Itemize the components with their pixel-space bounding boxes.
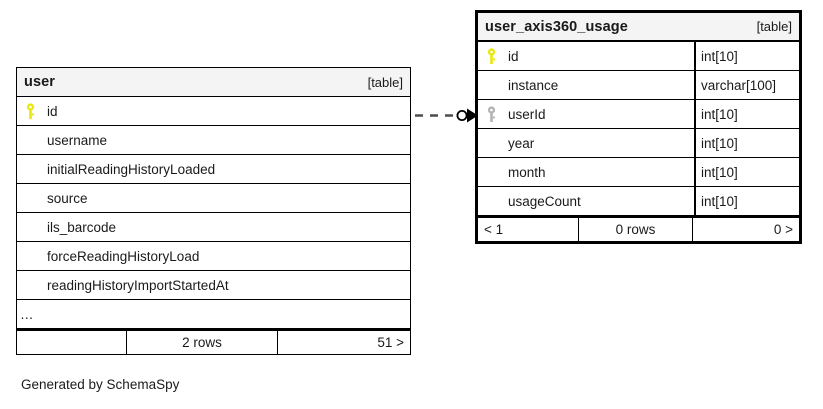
column-label: ils_barcode (47, 219, 117, 235)
column-label: month (508, 164, 546, 180)
no-key-icon (23, 247, 45, 265)
column-name-cell: year (478, 129, 694, 157)
table-kind-label: [table] (756, 19, 792, 34)
column-name-cell: id (478, 42, 694, 70)
next-page-button[interactable]: 0 > (773, 222, 793, 237)
column-label: username (47, 132, 108, 148)
column-name-cell: id (17, 97, 410, 125)
relationship-connector-user-to-user-axis360-usage (415, 108, 478, 123)
no-key-icon (23, 189, 45, 207)
no-key-icon (23, 131, 45, 149)
table-row[interactable]: id int[10] (478, 42, 799, 71)
generated-by-caption: Generated by SchemaSpy (21, 377, 180, 392)
row-count-label: 0 rows (578, 218, 693, 241)
column-name-cell: month (478, 158, 694, 186)
column-name-cell: usageCount (478, 187, 694, 215)
no-key-icon (484, 192, 506, 210)
column-name-cell: ils_barcode (17, 213, 410, 241)
column-label: initialReadingHistoryLoaded (47, 161, 216, 177)
no-key-icon (484, 163, 506, 181)
table-row[interactable]: userId int[10] (478, 100, 799, 129)
no-key-icon (484, 134, 506, 152)
table-row[interactable]: readingHistoryImportStartedAt (17, 271, 410, 300)
column-name-cell: forceReadingHistoryLoad (17, 242, 410, 270)
column-name-cell: instance (478, 71, 694, 99)
column-label: forceReadingHistoryLoad (47, 248, 200, 264)
table-row[interactable]: username (17, 126, 410, 155)
column-label: instance (508, 77, 559, 93)
table-header-user: user [table] (17, 68, 410, 97)
column-name-cell: readingHistoryImportStartedAt (17, 271, 410, 299)
row-count-label: 2 rows (126, 331, 278, 354)
table-row[interactable]: usageCount int[10] (478, 187, 799, 216)
table-row[interactable]: initialReadingHistoryLoaded (17, 155, 410, 184)
table-row[interactable]: forceReadingHistoryLoad (17, 242, 410, 271)
no-key-icon (23, 276, 45, 294)
table-kind-label: [table] (367, 74, 403, 90)
primary-key-icon (484, 47, 506, 65)
table-row[interactable]: ils_barcode (17, 213, 410, 242)
column-label: source (47, 190, 88, 206)
table-row[interactable]: source (17, 184, 410, 213)
column-label: usageCount (508, 193, 581, 209)
prev-page-button[interactable] (17, 331, 126, 354)
column-label: id (508, 48, 519, 64)
more-columns-ellipsis: … (20, 306, 35, 322)
no-key-icon (23, 218, 45, 236)
column-name-cell: username (17, 126, 410, 154)
next-page-button[interactable]: 51 > (377, 335, 404, 350)
no-key-icon (23, 160, 45, 178)
table-row-more-columns[interactable]: … (17, 300, 410, 329)
column-name-cell: initialReadingHistoryLoaded (17, 155, 410, 183)
column-label: id (47, 103, 58, 119)
column-type-cell: int[10] (694, 129, 799, 157)
column-type-cell: int[10] (694, 100, 799, 128)
column-name-cell: userId (478, 100, 694, 128)
table-row[interactable]: year int[10] (478, 129, 799, 158)
column-label: readingHistoryImportStartedAt (47, 277, 229, 293)
column-type-cell: varchar[100] (694, 71, 799, 99)
table-row[interactable]: id (17, 97, 410, 126)
table-footer-user-axis360-usage: < 1 0 rows 0 > (478, 216, 799, 241)
table-row[interactable]: month int[10] (478, 158, 799, 187)
table-header-user-axis360-usage: user_axis360_usage [table] (478, 13, 799, 42)
table-title: user_axis360_usage (485, 18, 628, 35)
column-label: userId (508, 106, 546, 122)
foreign-key-icon (484, 105, 506, 123)
column-label: year (508, 135, 535, 151)
table-footer-user: 2 rows 51 > (17, 329, 410, 354)
column-name-cell: source (17, 184, 410, 212)
column-type-cell: int[10] (694, 158, 799, 186)
column-name-cell: … (17, 300, 410, 328)
no-key-icon (484, 76, 506, 94)
table-row[interactable]: instance varchar[100] (478, 71, 799, 100)
primary-key-icon (23, 102, 45, 120)
prev-page-button[interactable]: < 1 (484, 222, 504, 237)
table-node-user[interactable]: user [table] id username initialReadingH… (16, 67, 411, 355)
table-node-user-axis360-usage[interactable]: user_axis360_usage [table] id int[10] in… (475, 10, 802, 244)
column-type-cell: int[10] (694, 42, 799, 70)
table-title: user (24, 74, 56, 90)
column-type-cell: int[10] (694, 187, 799, 215)
